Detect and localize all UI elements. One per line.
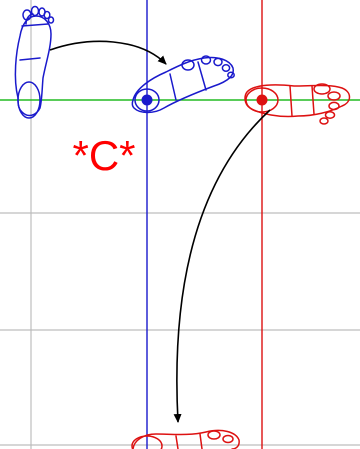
foot-icon (131, 429, 240, 449)
foot-icon (244, 83, 351, 125)
foot-icon (131, 55, 235, 114)
curved-arrow (173, 109, 271, 423)
foot-icon (14, 5, 55, 119)
curved-arrow (49, 40, 167, 65)
diagram-label: *C* (72, 132, 135, 179)
blue-pivot-dot (141, 94, 153, 106)
red-pivot-dot (256, 94, 268, 106)
